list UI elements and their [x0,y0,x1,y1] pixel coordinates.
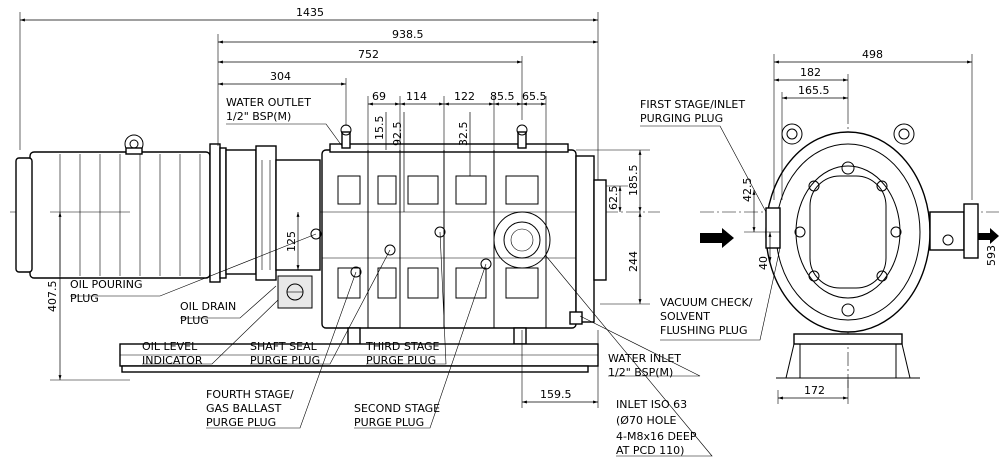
dim-159-5: 159.5 [540,388,572,401]
inlet-flange [493,211,551,269]
dim-114: 114 [406,90,427,103]
second-stage-plug [480,258,492,270]
pump-body [310,124,607,345]
label-third-stage-2: PURGE PLUG [366,354,436,367]
label-oil-level: OIL LEVEL [142,340,198,353]
label-shaft-seal-2: PURGE PLUG [250,354,320,367]
label-oil-pouring-2: PLUG [70,292,99,305]
dim-752: 752 [358,48,379,61]
label-third-stage: THIRD STAGE [365,340,440,353]
dim-407-5: 407.5 [46,281,59,313]
dim-62-5: 62.5 [607,186,620,211]
leader-lines [70,123,781,457]
label-fourth-stage-2: GAS BALLAST [206,402,282,415]
shaft-seal-plug [384,244,396,256]
label-first-stage: FIRST STAGE/INLET [640,98,745,111]
label-oil-pouring: OIL POURING [70,278,143,291]
dim-125: 125 [285,231,298,252]
dim-185-5: 185.5 [627,165,640,197]
dim-1435: 1435 [296,6,324,19]
coupling-housing [225,145,321,309]
dim-172: 172 [804,384,825,397]
dim-40: 40 [757,256,770,270]
dim-244: 244 [627,251,640,272]
label-vacuum-check: VACUUM CHECK/ [660,296,753,309]
dimension-lines [19,12,650,408]
inlet-flow-arrow-icon [700,228,734,248]
fourth-stage-plug [350,266,362,278]
dim-498: 498 [862,48,883,61]
label-water-inlet-spec: 1/2" BSP(M) [608,366,673,379]
label-inlet-iso-3: 4-M8x16 DEEP [616,430,697,443]
label-vacuum-check-3: FLUSHING PLUG [660,324,748,337]
dim-92-5: 92.5 [391,122,404,147]
label-inlet-iso-4: AT PCD 110) [616,444,684,457]
label-water-outlet-spec: 1/2" BSP(M) [226,110,291,123]
label-inlet-iso-2: (Ø70 HOLE [616,414,677,427]
dim-42-5: 42.5 [741,178,754,203]
label-inlet-iso: INLET ISO 63 [616,398,687,411]
label-vacuum-check-2: SOLVENT [660,310,710,323]
dim-85-5: 85.5 [490,90,515,103]
dim-165-5: 165.5 [798,84,830,97]
dim-593: 593 [985,245,998,266]
label-oil-level-2: INDICATOR [142,354,203,367]
label-second-stage-2: PURGE PLUG [354,416,424,429]
outlet-flow-arrow-icon [978,228,999,244]
oil-pouring-plug [310,228,322,240]
dim-938: 938.5 [392,28,424,41]
label-first-stage-2: PURGING PLUG [640,112,723,125]
label-fourth-stage: FOURTH STAGE/ [206,388,294,401]
label-oil-drain-2: PLUG [180,314,209,327]
dim-304: 304 [270,70,291,83]
label-water-inlet: WATER INLET [608,352,681,365]
dim-69: 69 [372,90,386,103]
dim-122: 122 [454,90,475,103]
label-fourth-stage-3: PURGE PLUG [206,416,276,429]
label-shaft-seal: SHAFT SEAL [250,340,318,353]
motor [15,134,227,283]
label-water-outlet: WATER OUTLET [226,96,311,109]
dim-15-5: 15.5 [373,116,386,141]
side-dimension-lines [744,54,973,404]
label-second-stage: SECOND STAGE [354,402,440,415]
dim-32-5: 32.5 [457,122,470,147]
dim-65-5: 65.5 [522,90,547,103]
dim-182: 182 [800,66,821,79]
label-oil-drain: OIL DRAIN [180,300,236,313]
